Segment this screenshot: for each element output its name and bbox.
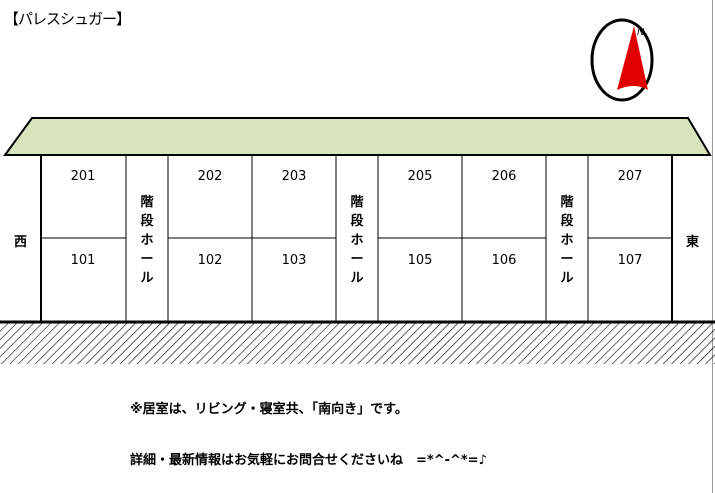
unit-106: 106: [491, 253, 517, 268]
ground-hatch: [0, 322, 715, 364]
unit-105: 105: [407, 253, 433, 268]
stair-char: ル: [140, 271, 154, 286]
east-label: 東: [686, 235, 700, 250]
note-contact: 詳細・最新情報はお気軽にお問合せくださいね =*^-^*=♪: [130, 453, 487, 468]
west-label: 西: [14, 235, 28, 250]
stair-char: 階: [560, 195, 574, 210]
unit-206: 206: [491, 169, 517, 184]
stair-char: ホ: [560, 233, 574, 248]
stair-char: 段: [350, 214, 364, 229]
compass-north-label: N: [637, 27, 645, 38]
unit-102: 102: [197, 253, 223, 268]
stair-char: 階: [350, 195, 364, 210]
stair-hall-2: 階段ホール: [336, 193, 378, 288]
unit-103: 103: [281, 253, 307, 268]
stair-char: ル: [350, 271, 364, 286]
unit-205: 205: [407, 169, 433, 184]
stair-char: ー: [560, 252, 574, 267]
stair-hall-3: 階段ホール: [546, 193, 588, 288]
stair-char: ー: [140, 252, 154, 267]
roof: [3, 117, 712, 156]
stair-hall-1: 階段ホール: [126, 193, 168, 288]
unit-202: 202: [197, 169, 223, 184]
stair-char: 段: [140, 214, 154, 229]
walls: [40, 155, 673, 322]
building-name: 【パレスシュガー】: [4, 10, 131, 28]
unit-203: 203: [281, 169, 307, 184]
stair-char: ー: [350, 252, 364, 267]
unit-201: 201: [70, 169, 96, 184]
right-border: [712, 0, 713, 493]
unit-107: 107: [617, 253, 643, 268]
note-south-facing: ※居室は、リビング・寝室共、「南向き」です。: [130, 402, 408, 417]
compass-icon: N: [590, 18, 654, 102]
unit-101: 101: [70, 253, 96, 268]
stair-char: 階: [140, 195, 154, 210]
stair-char: ホ: [350, 233, 364, 248]
stair-char: 段: [560, 214, 574, 229]
unit-207: 207: [617, 169, 643, 184]
north-arrow: [617, 26, 648, 90]
stair-char: ホ: [140, 233, 154, 248]
stair-char: ル: [560, 271, 574, 286]
